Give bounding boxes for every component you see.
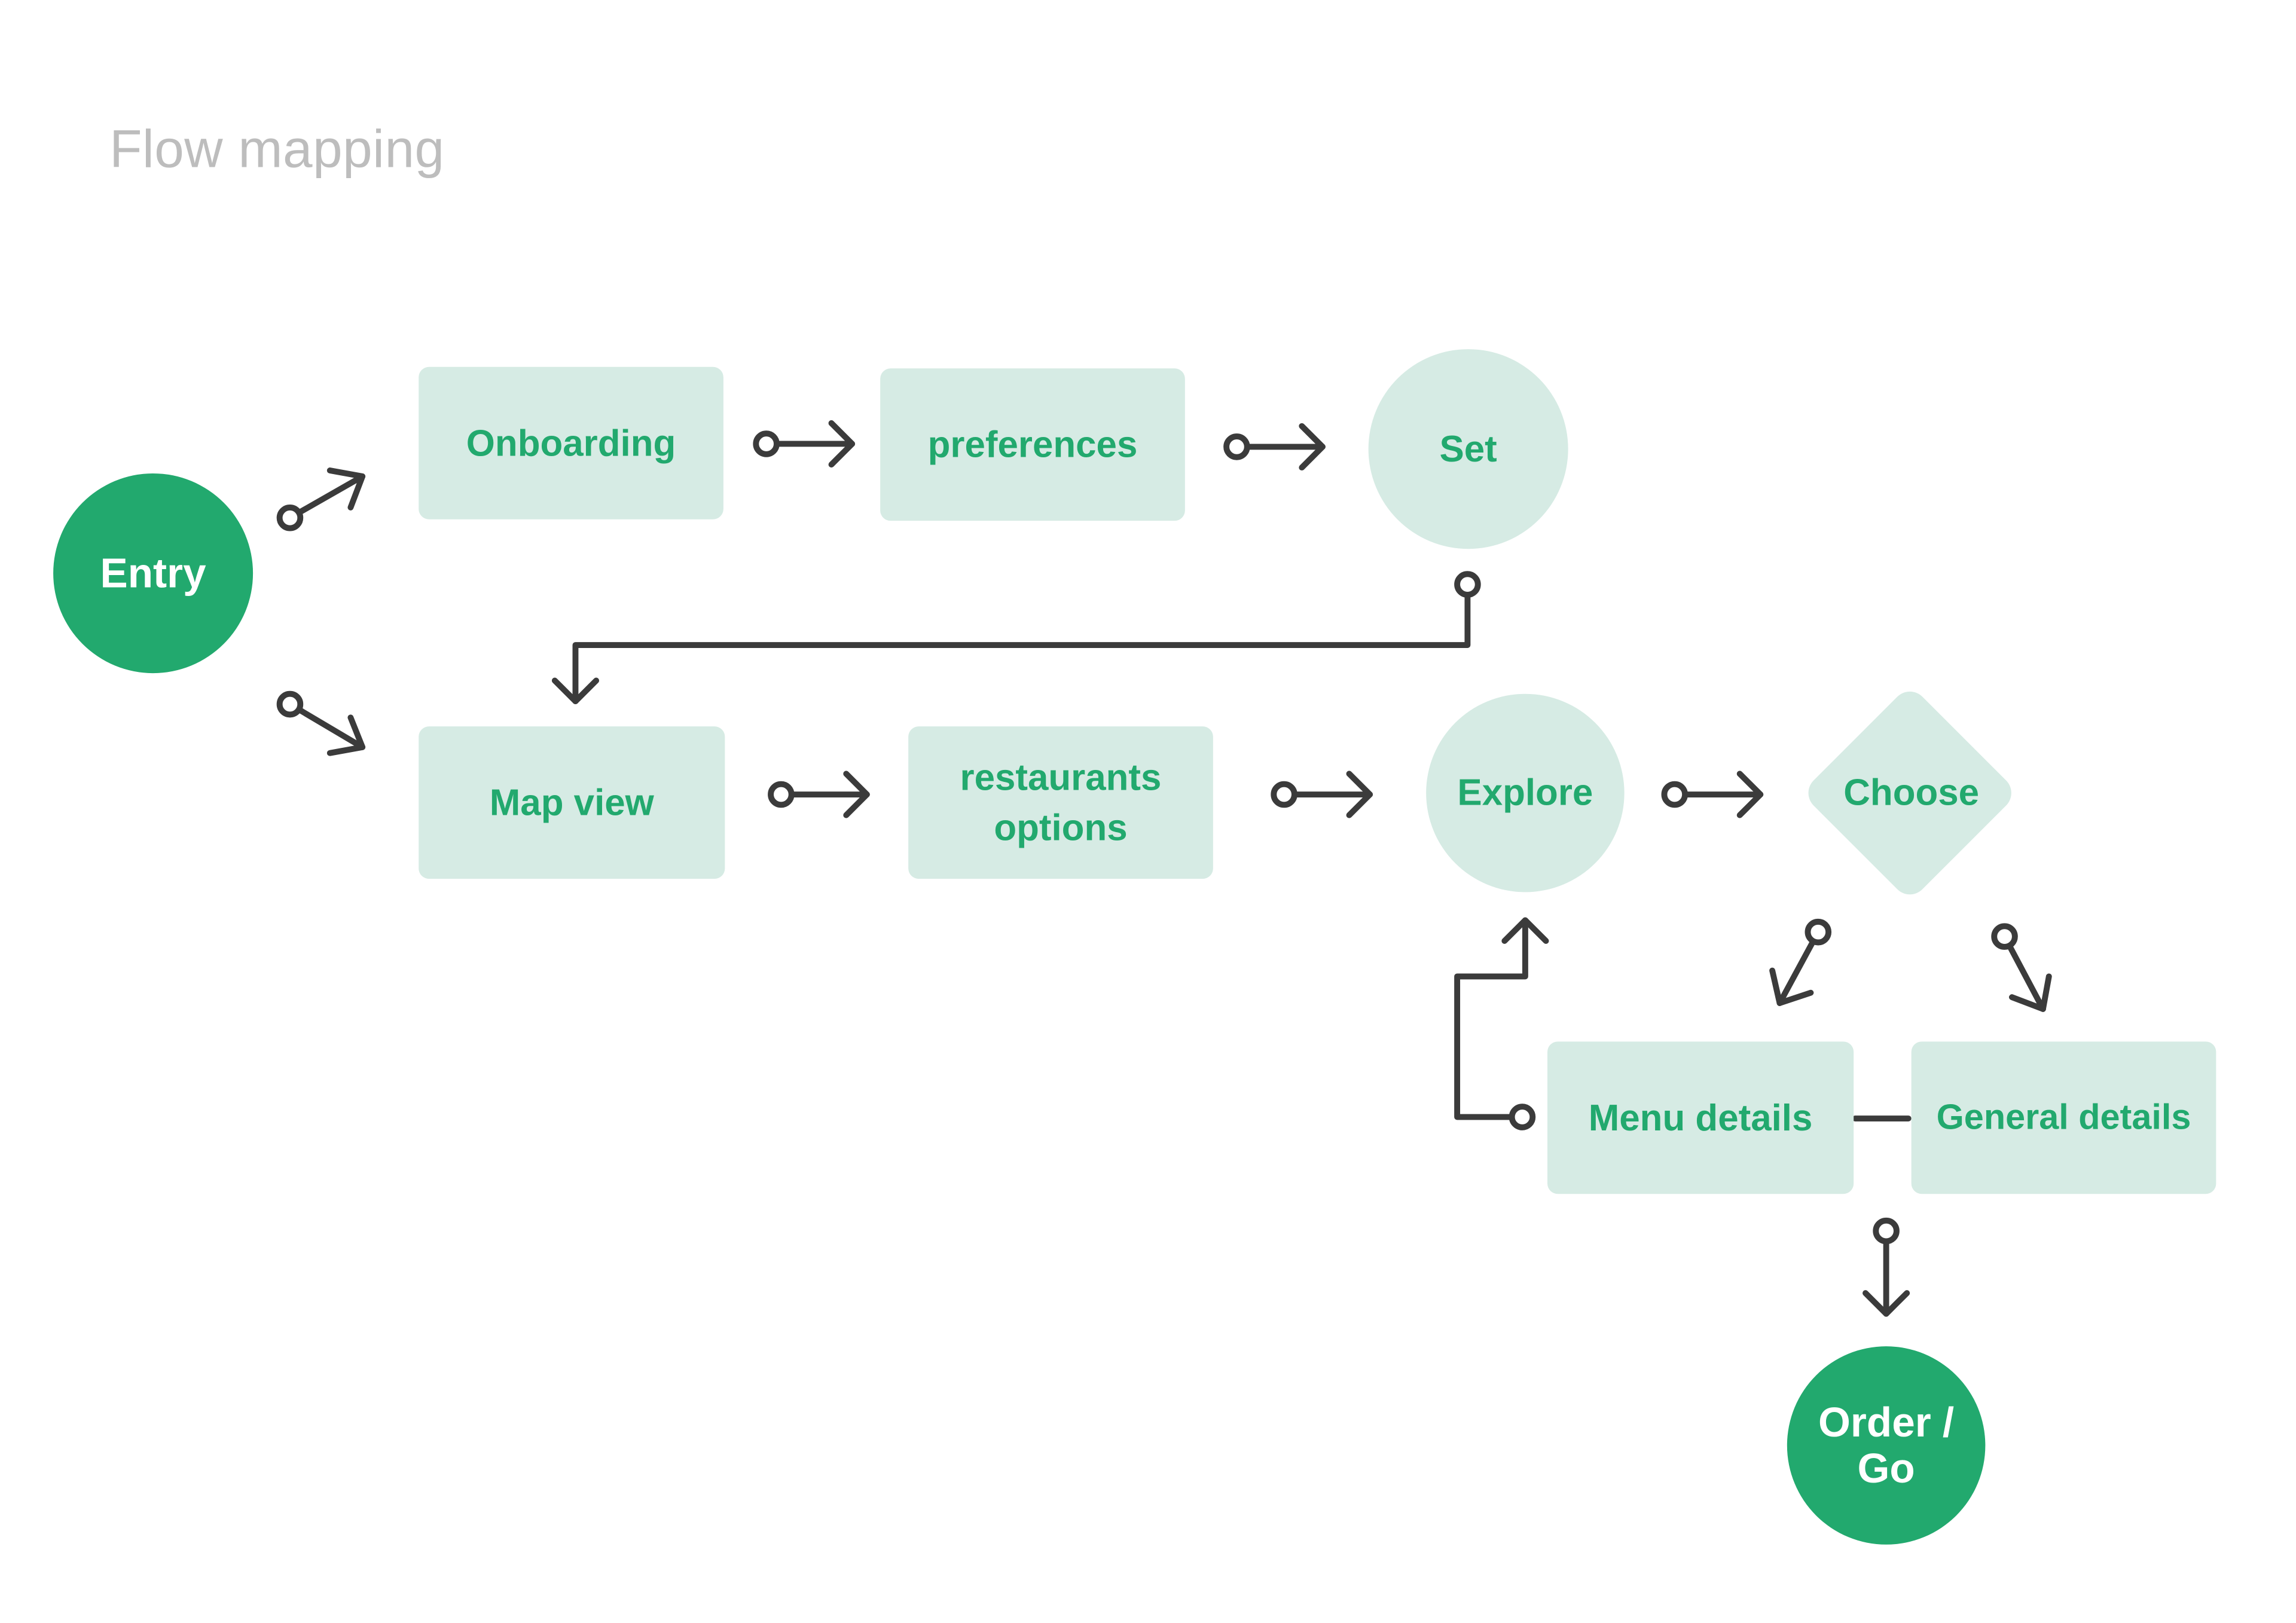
connector-explore-choose <box>1661 771 1764 818</box>
connector-map-view-restaurants <box>768 771 870 818</box>
entry-node: Entry <box>53 473 254 674</box>
preferences-node: preferences <box>880 368 1185 521</box>
set-node: Set <box>1368 349 1568 549</box>
onboarding-node: Onboarding <box>419 366 723 519</box>
map-view-node: Map view <box>419 726 725 879</box>
order-go-node: Order / Go <box>1787 1346 1986 1545</box>
menu-details-node: Menu details <box>1547 1041 1854 1194</box>
page-title: Flow mapping <box>109 118 445 179</box>
connector-preferences-set <box>1223 423 1326 471</box>
connector-choose-general-details <box>1991 923 2052 1012</box>
connector-entry-onboarding <box>276 467 366 531</box>
connector-onboarding-preferences <box>753 420 856 468</box>
choose-label: Choose <box>1843 772 1980 814</box>
connector-menu-details-explore <box>1454 917 1549 1130</box>
connector-restaurants-explore <box>1271 771 1373 818</box>
connector-choose-menu-details <box>1769 918 1832 1006</box>
connector-set-map-view <box>551 571 1481 705</box>
connector-entry-map-view <box>276 690 366 756</box>
explore-node: Explore <box>1426 693 1625 893</box>
general-details-node: General details <box>1911 1041 2216 1194</box>
restaurants-options-node: restaurants options <box>908 726 1213 879</box>
connector-details-order-go <box>1863 1217 1910 1317</box>
